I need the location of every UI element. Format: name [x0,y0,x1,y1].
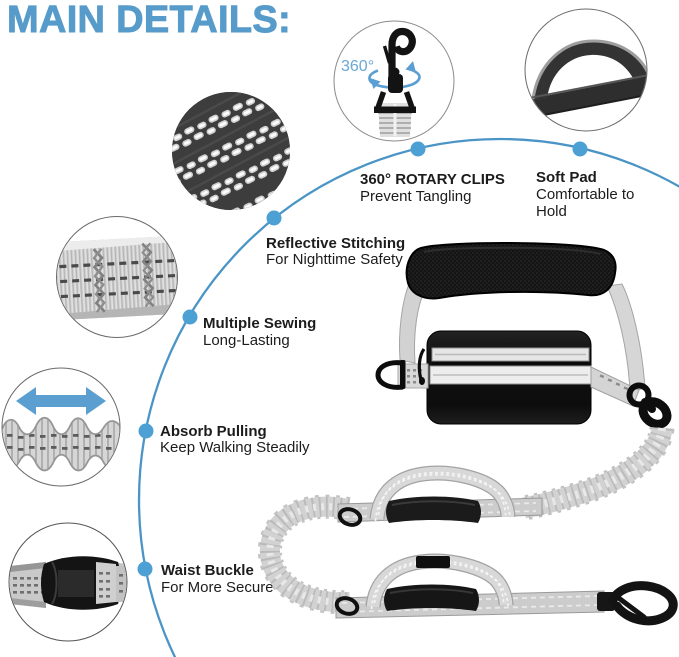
svg-text:For More Secure: For More Secure [161,579,274,596]
svg-text:Comfortable to: Comfortable to [536,186,634,203]
svg-text:For Nighttime Safety: For Nighttime Safety [266,251,403,268]
svg-text:Keep Walking Steadily: Keep Walking Steadily [160,439,310,456]
svg-text:Soft Pad: Soft Pad [536,169,597,186]
svg-text:Multiple Sewing: Multiple Sewing [203,315,316,332]
svg-text:360° ROTARY CLIPS: 360° ROTARY CLIPS [360,171,505,188]
svg-text:Absorb Pulling: Absorb Pulling [160,423,267,440]
svg-text:Hold: Hold [536,203,567,220]
svg-text:360°: 360° [341,58,374,75]
svg-text:Waist Buckle: Waist Buckle [161,562,254,579]
svg-text:Long-Lasting: Long-Lasting [203,332,290,349]
svg-text:Reflective Stitching: Reflective Stitching [266,235,405,252]
svg-text:Prevent Tangling: Prevent Tangling [360,188,471,205]
svg-text:MAIN DETAILS:: MAIN DETAILS: [7,0,291,41]
